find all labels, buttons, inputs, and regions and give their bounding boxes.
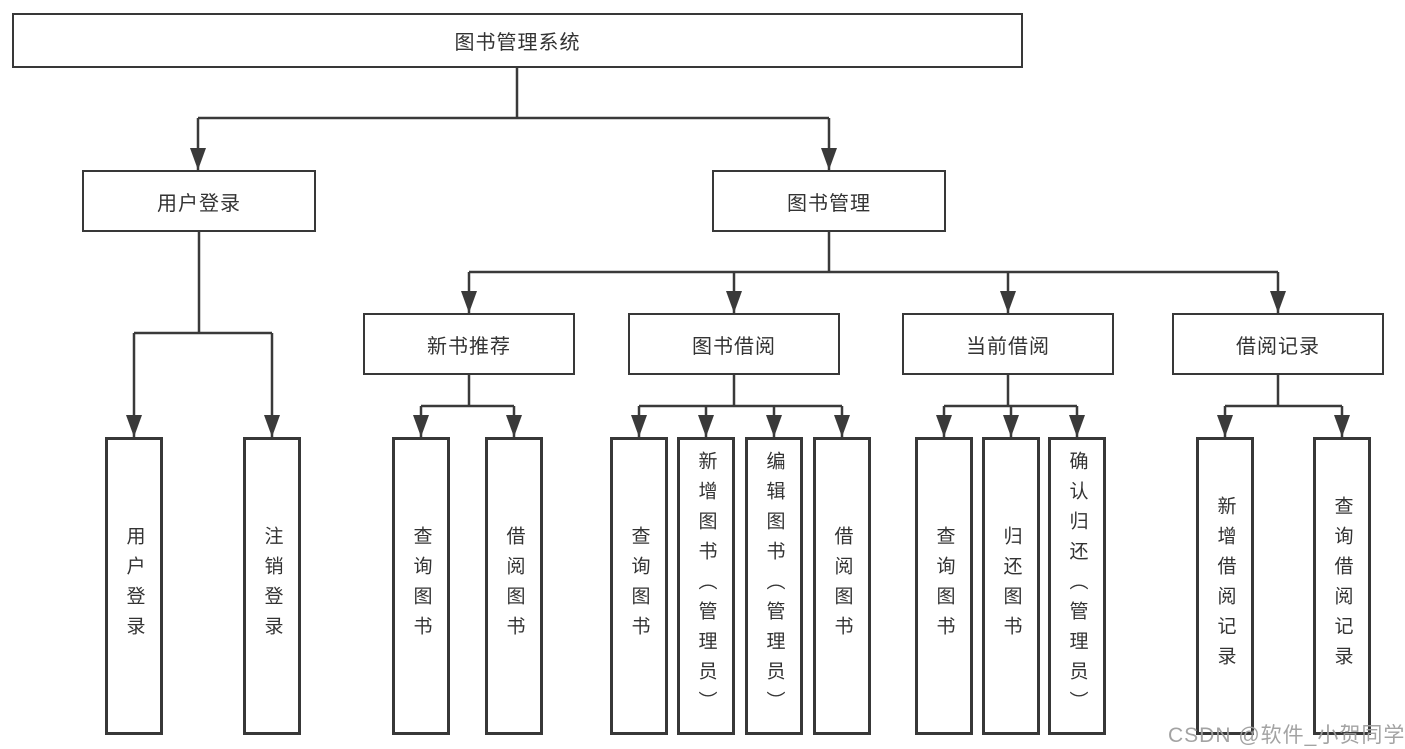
- node-new-book-recommend: 新书推荐: [363, 313, 575, 375]
- leaf-query-book-borrow: 查询图书: [610, 437, 668, 735]
- leaf-return-book: 归还图书: [982, 437, 1040, 735]
- csdn-watermark: CSDN @软件_小贺同学: [1168, 724, 1405, 747]
- leaf-borrow-book-recommend: 借阅图书: [485, 437, 543, 735]
- node-book-management: 图书管理: [712, 170, 946, 232]
- connector-book-borrow: [639, 375, 842, 408]
- leaf-add-book-admin: 新增图书（管理员）: [677, 437, 735, 735]
- connector-book-management: [469, 232, 1278, 274]
- leaf-logout: 注销登录: [243, 437, 301, 735]
- node-user-login: 用户登录: [82, 170, 316, 232]
- leaf-add-borrow-record: 新增借阅记录: [1196, 437, 1254, 735]
- leaf-query-book-current: 查询图书: [915, 437, 973, 735]
- connector-user-login: [134, 232, 272, 335]
- leaf-confirm-return-admin: 确认归还（管理员）: [1048, 437, 1106, 735]
- leaf-user-login: 用户登录: [105, 437, 163, 735]
- node-borrow-records: 借阅记录: [1172, 313, 1384, 375]
- connector-root: [198, 68, 829, 120]
- connector-current-borrow: [944, 375, 1077, 408]
- leaf-edit-book-admin: 编辑图书（管理员）: [745, 437, 803, 735]
- connector-borrow-records: [1225, 375, 1342, 408]
- node-root: 图书管理系统: [12, 13, 1023, 68]
- leaf-borrow-book: 借阅图书: [813, 437, 871, 735]
- connector-new-book-recommend: [421, 375, 514, 408]
- leaf-query-borrow-record: 查询借阅记录: [1313, 437, 1371, 735]
- node-current-borrow: 当前借阅: [902, 313, 1114, 375]
- node-book-borrow: 图书借阅: [628, 313, 840, 375]
- leaf-query-book-recommend: 查询图书: [392, 437, 450, 735]
